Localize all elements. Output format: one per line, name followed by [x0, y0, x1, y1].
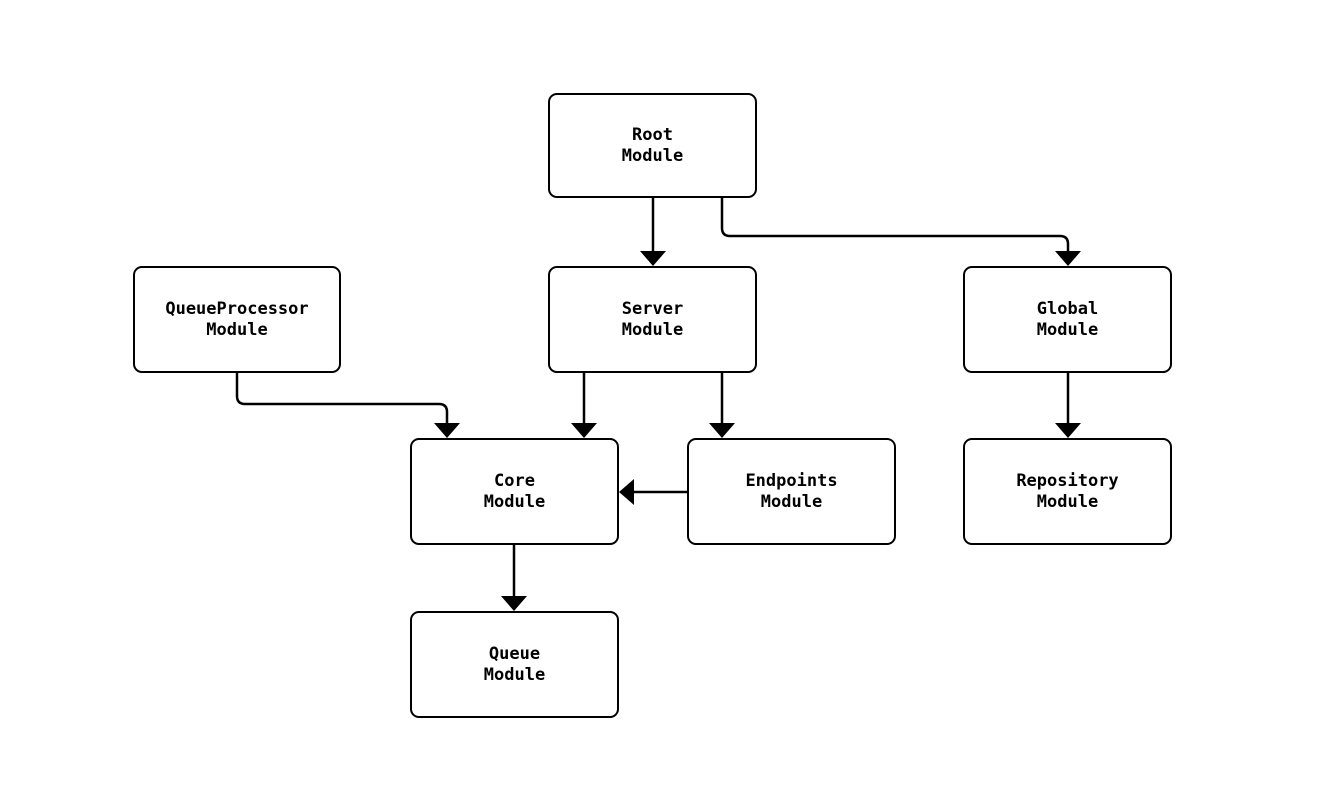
edge-server-to-core — [571, 371, 597, 438]
node-label-line1: Repository — [1016, 470, 1119, 491]
edge-server-to-endpoints — [709, 371, 735, 438]
edge-queueprocessor-to-core — [235, 371, 460, 438]
edge-root-to-global — [720, 196, 1081, 266]
node-label-line2: Module — [483, 664, 546, 685]
node-queueprocessor-module: QueueProcessor Module — [133, 266, 341, 373]
node-core-module: Core Module — [410, 438, 619, 545]
node-label-line2: Module — [621, 319, 684, 340]
node-label-line2: Module — [483, 491, 546, 512]
node-label-line1: Root — [632, 124, 673, 145]
node-label-line1: Queue — [488, 643, 541, 664]
node-label-line2: Module — [1036, 491, 1099, 512]
node-label-line1: Core — [494, 470, 535, 491]
node-server-module: Server Module — [548, 266, 757, 373]
node-label-line2: Module — [206, 319, 268, 340]
node-label-line1: Global — [1036, 298, 1099, 319]
node-label-line2: Module — [760, 491, 823, 512]
node-label-line1: Endpoints — [745, 470, 838, 491]
edge-global-to-repository — [1055, 371, 1081, 438]
edge-endpoints-to-core — [619, 479, 689, 505]
node-global-module: Global Module — [963, 266, 1172, 373]
node-repository-module: Repository Module — [963, 438, 1172, 545]
node-queue-module: Queue Module — [410, 611, 619, 718]
node-label-line1: Server — [621, 298, 684, 319]
node-label-line2: Module — [621, 145, 684, 166]
node-label-line1: QueueProcessor — [165, 298, 309, 319]
edge-core-to-queue — [501, 543, 527, 611]
node-endpoints-module: Endpoints Module — [687, 438, 896, 545]
edge-root-to-server — [640, 196, 666, 266]
node-root-module: Root Module — [548, 93, 757, 198]
node-label-line2: Module — [1036, 319, 1099, 340]
